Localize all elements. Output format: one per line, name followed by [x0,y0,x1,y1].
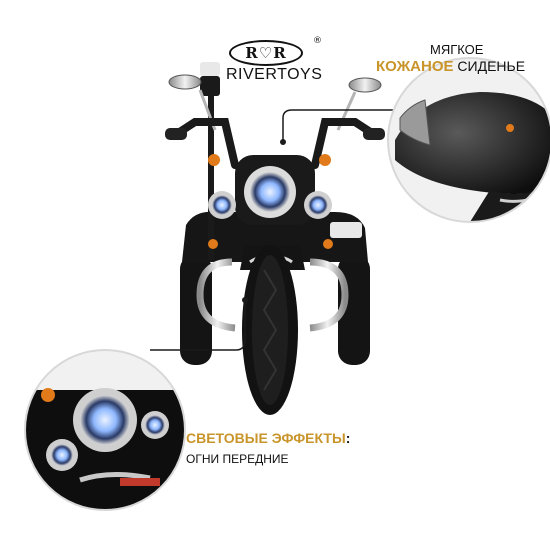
rear-body [182,211,368,262]
lights-callout-colon: : [345,430,351,446]
lights-callout-line [150,300,246,351]
registered-mark: ® [313,36,322,46]
brand-name: RIVERTOYS [226,66,323,83]
lights-callout-line1: СВЕТОВЫЕ ЭФФЕКТЫ: [186,430,350,446]
handlebar-left [171,118,239,169]
seat-callout-highlight: КОЖАНОЕ [376,58,454,75]
lights-callout-highlight: СВЕТОВЫЕ ЭФФЕКТЫ [186,430,346,446]
motorcycle-image [165,62,385,415]
seat-callout-line1: МЯГКОЕ [430,42,484,57]
indicator-right-icon [319,154,331,166]
crash-bar-left [196,258,236,332]
indicator-left-icon [208,154,220,166]
seat-detail-inset [387,57,550,223]
mirror-left [168,74,202,90]
lights-callout-line2: ОГНИ ПЕРЕДНИЕ [186,452,289,466]
seat-callout-line [282,109,408,142]
seat-rail [399,99,431,146]
pole-top-light [200,62,220,76]
lights-detail-inset [24,349,186,511]
crash-bar-right [309,258,349,332]
mirror-right [348,77,382,93]
brand-logo-mark: R♡R [229,40,303,66]
seat-callout-line2: КОЖАНОЕ СИДЕНЬЕ [376,58,525,75]
seat-callout-rest: СИДЕНЬЕ [453,58,526,74]
rear-plate [330,222,362,238]
leather-seat [395,92,550,194]
handlebar-right [311,118,379,169]
